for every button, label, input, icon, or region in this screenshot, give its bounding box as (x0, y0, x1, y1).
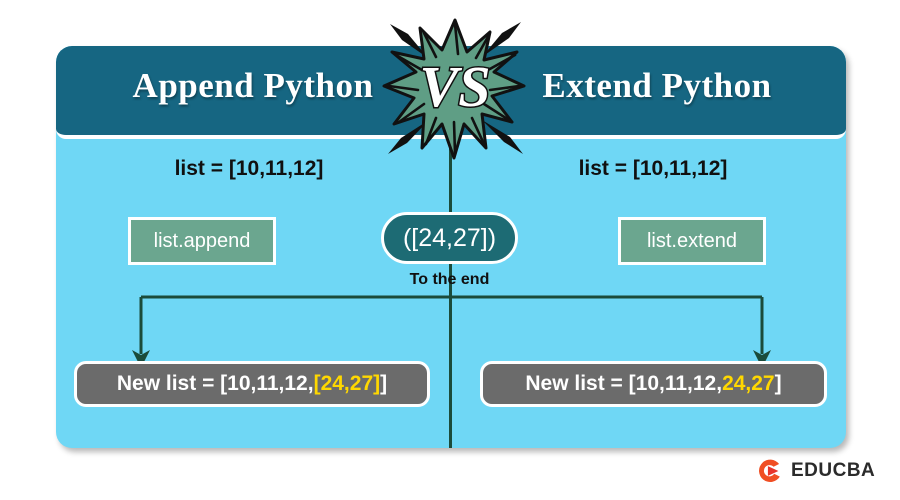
result-prefix-left: New list = [10,11,12, (116, 372, 314, 395)
arrow-head-right (753, 350, 771, 368)
center-divider-line (449, 139, 452, 448)
comparison-card: Append Python Extend Python list = [10,1… (56, 46, 846, 448)
list-declaration-left: list = [10,11,12] (174, 157, 324, 180)
connector-arrows (56, 294, 846, 404)
header-title-left: Append Python (132, 66, 374, 105)
header-bar: Append Python Extend Python (56, 46, 846, 139)
method-box-extend: list.extend (618, 217, 766, 265)
comparison-body: list = [10,11,12] list = [10,11,12] list… (56, 139, 846, 448)
educba-mark-icon (759, 459, 780, 483)
result-box-append: New list = [10,11,12,[24,27]] (74, 361, 430, 407)
result-suffix-left: ] (380, 372, 388, 395)
result-highlight-right: 24,27 (722, 372, 775, 395)
header-title-right: Extend Python (542, 66, 772, 105)
result-box-extend: New list = [10,11,12,24,27] (480, 361, 827, 407)
educba-wordmark: EDUCBA (791, 460, 876, 481)
arrow-head-left (132, 350, 150, 368)
result-prefix-right: New list = [10,11,12, (525, 372, 723, 395)
result-highlight-left: [24,27] (313, 372, 381, 395)
educba-logo: EDUCBA (756, 457, 875, 485)
method-box-append: list.append (128, 217, 276, 265)
to-the-end-caption: To the end (409, 271, 490, 288)
result-suffix-right: ] (774, 372, 782, 395)
argument-pill: ([24,27]) (381, 212, 518, 264)
list-declaration-right: list = [10,11,12] (578, 157, 728, 180)
